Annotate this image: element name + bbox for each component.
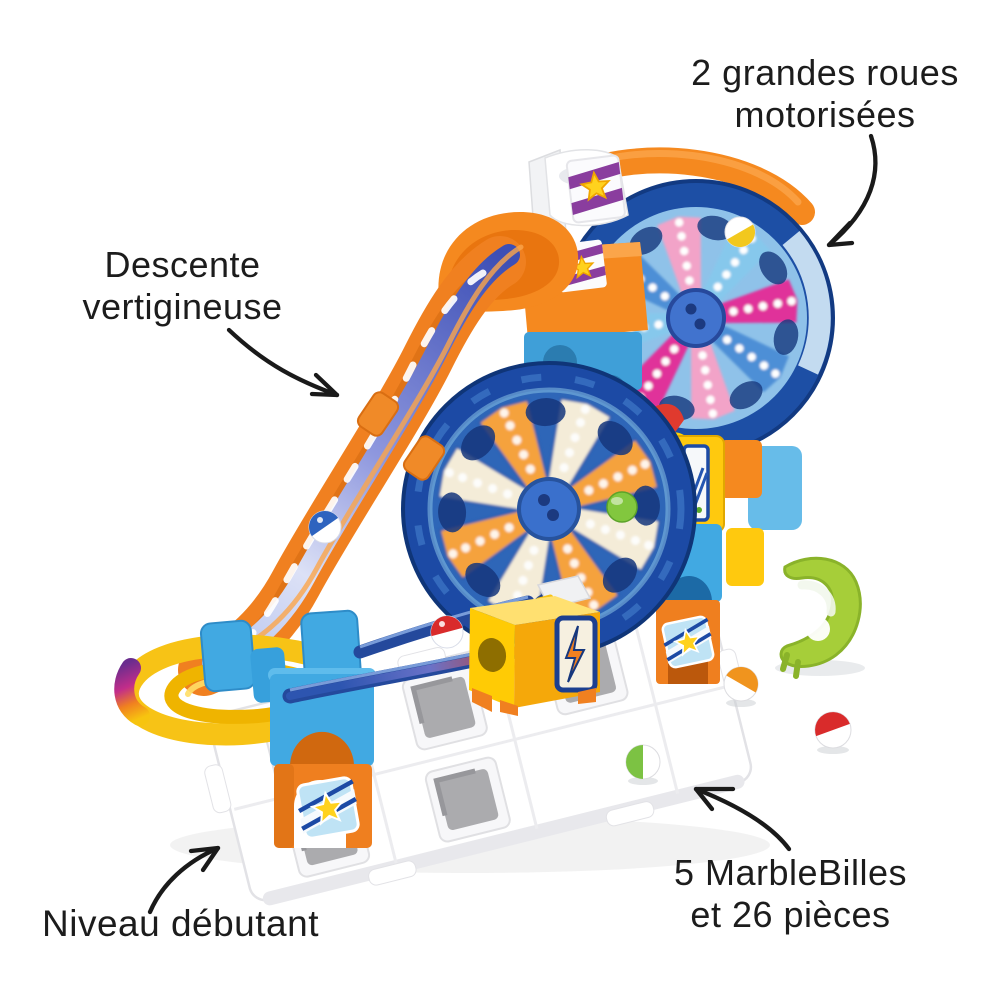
marble-on-ramp [302, 504, 342, 544]
right-star-tower [654, 524, 722, 684]
annotation-line: motorisées [734, 93, 916, 135]
annotation-arrows [147, 133, 878, 915]
arrow-to-wheels [826, 133, 878, 248]
star-flag-decal [566, 155, 625, 223]
base-socket [424, 756, 511, 843]
annotation-line: 5 MarbleBilles [673, 852, 908, 893]
annotation-line: 2 grandes roues [691, 52, 959, 93]
base-socket [401, 664, 488, 751]
annotation-marble-count: 5 MarbleBilles et 26 pièces [638, 852, 943, 936]
annotation-line: Niveau débutant [42, 903, 319, 944]
annotation-line: vertigineuse [82, 285, 283, 327]
annotation-big-wheels: 2 grandes roues motorisées [645, 52, 1000, 136]
annotation-steep-descent: Descente vertigineuse [30, 244, 335, 328]
marble-in-top-wheel [724, 216, 761, 253]
marble-in-front-wheel [606, 491, 638, 523]
loose-marbles [625, 660, 852, 785]
arrow-to-marbles [693, 786, 792, 852]
arrow-to-ramp [226, 327, 340, 398]
green-curve-piece [775, 556, 865, 679]
marble-on-track [427, 612, 464, 649]
annotation-line: et 26 pièces [690, 893, 891, 935]
marble-green-white [625, 744, 661, 780]
marble-red-white [810, 707, 852, 749]
annotation-beginner-level: Niveau débutant [18, 903, 343, 946]
descent-ramp [178, 212, 579, 696]
marble-orange-white [723, 660, 765, 702]
motor-block [469, 596, 600, 716]
arrow-to-base [147, 845, 221, 915]
annotation-line: Descente [104, 244, 261, 285]
